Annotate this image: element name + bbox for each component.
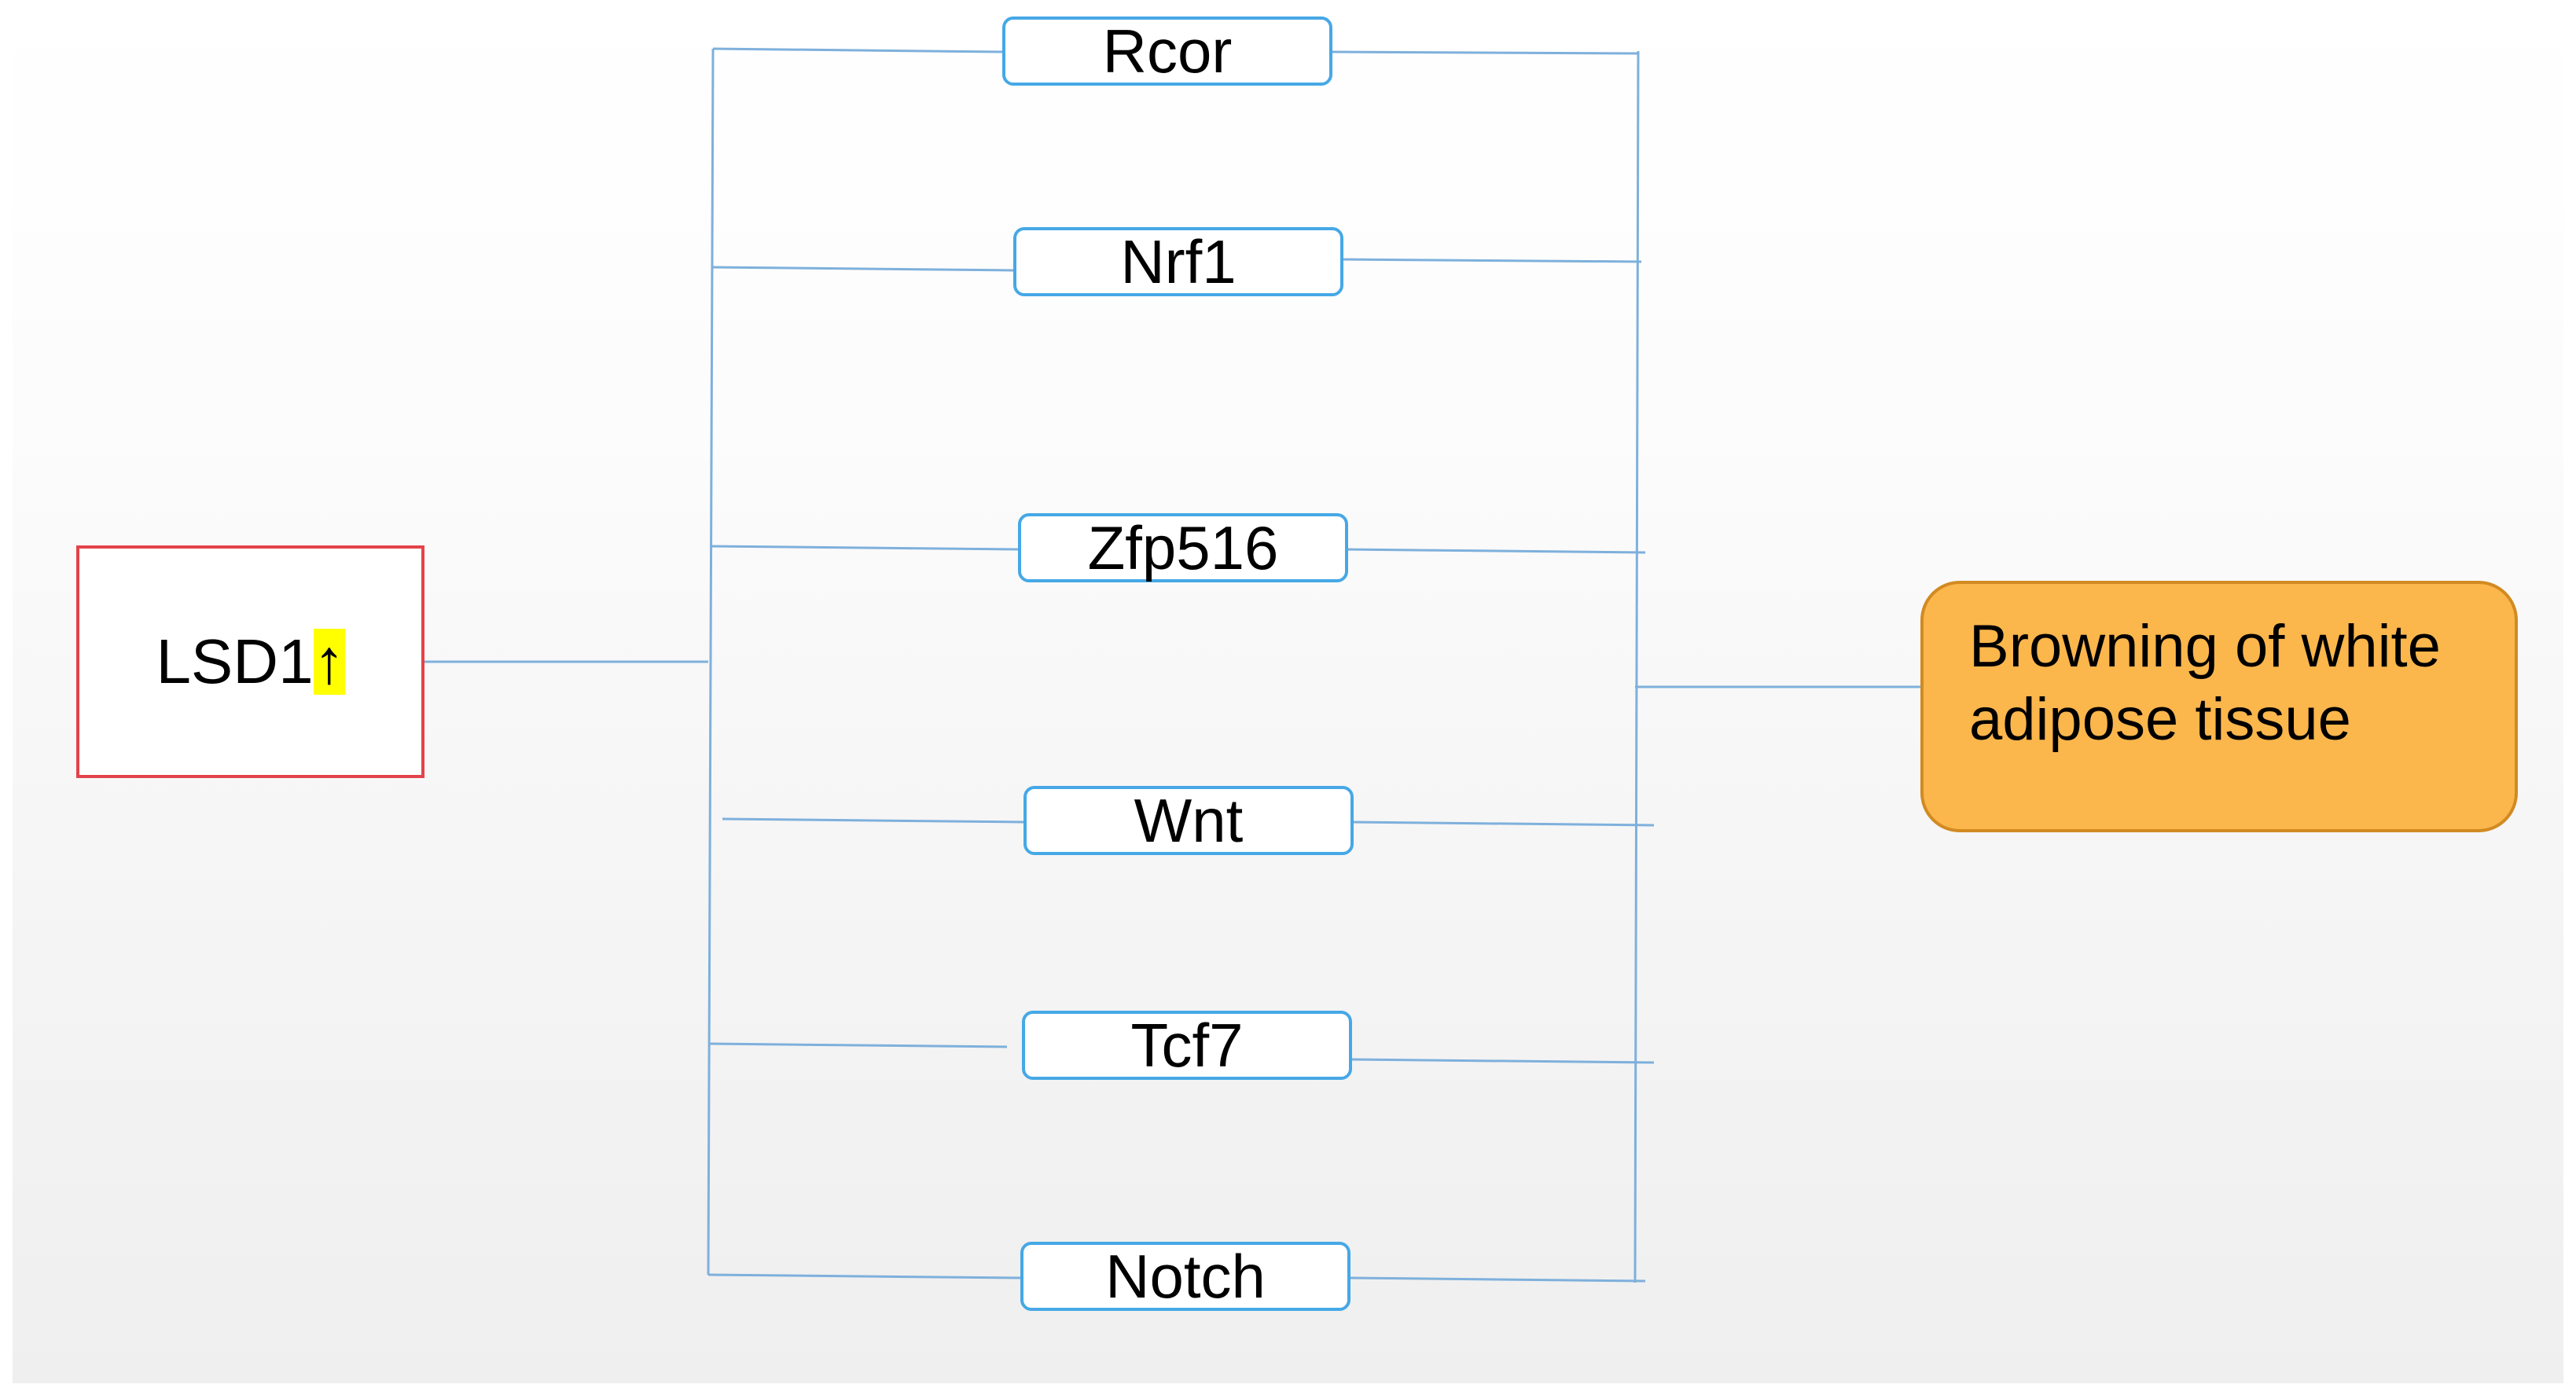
target-node-browning: Browning of white adipose tissue — [1920, 581, 2518, 832]
connector-right-nrf1 — [1339, 258, 1642, 263]
connector-right-rcor — [1328, 50, 1639, 55]
connector-left-rcor — [712, 47, 1003, 53]
mediator-label: Notch — [1105, 1242, 1266, 1311]
mediator-node-tcf7: Tcf7 — [1022, 1011, 1352, 1080]
mediator-node-notch: Notch — [1020, 1242, 1350, 1311]
left-bus-line — [707, 48, 715, 1276]
connector-left-nrf1 — [711, 266, 1014, 272]
connector-left-tcf7 — [708, 1042, 1008, 1048]
mediator-node-wnt: Wnt — [1023, 786, 1354, 855]
connector-right-tcf7 — [1350, 1058, 1655, 1064]
mediator-node-nrf1: Nrf1 — [1013, 227, 1343, 296]
connector-right-zfp516 — [1344, 548, 1646, 554]
source-node-lsd1: LSD1↑ — [76, 545, 424, 778]
mediator-node-zfp516: Zfp516 — [1018, 513, 1348, 582]
mediator-label: Zfp516 — [1087, 513, 1279, 582]
connector-left-wnt — [722, 817, 1024, 824]
connector-right-wnt — [1350, 820, 1655, 827]
mediator-label: Tcf7 — [1130, 1011, 1244, 1080]
mediator-label: Nrf1 — [1120, 227, 1237, 296]
connector-left-zfp516 — [711, 545, 1019, 551]
mediator-node-rcor: Rcor — [1002, 17, 1332, 86]
connector-left-notch — [707, 1273, 1021, 1279]
source-label: LSD1 — [156, 626, 314, 696]
mediator-label: Rcor — [1102, 17, 1233, 86]
right-bus-line — [1633, 50, 1640, 1283]
connector-right-notch — [1348, 1276, 1646, 1283]
mediator-label: Wnt — [1134, 786, 1244, 855]
target-label: Browning of white adipose tissue — [1969, 613, 2441, 753]
up-arrow-icon: ↑ — [313, 626, 345, 696]
